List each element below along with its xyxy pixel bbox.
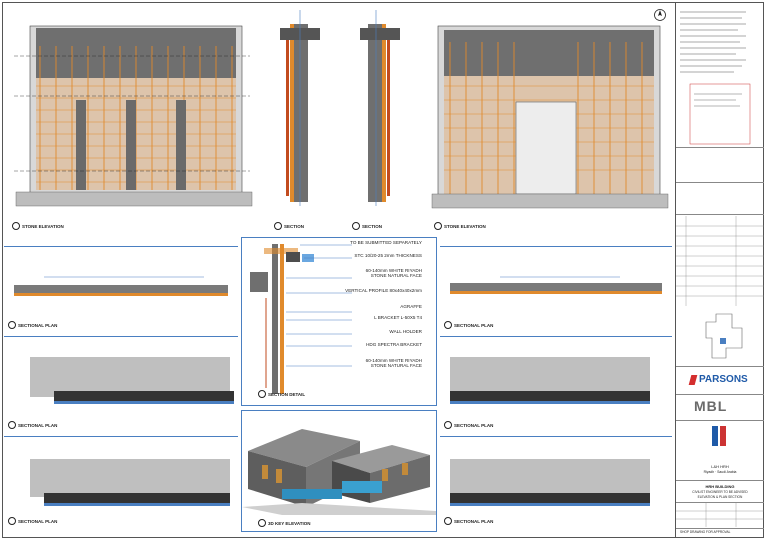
drawing-info-grid [676, 503, 764, 527]
sectional-plan-1-title: SECTIONAL PLAN [8, 321, 57, 329]
key-elevation-panel: 3D KEY ELEVATION [241, 410, 437, 532]
sectional-plan-5: SECTIONAL PLAN [440, 336, 672, 434]
section-a-title: SECTION [274, 222, 304, 230]
section-b-drawing [360, 10, 400, 206]
project-name: HRH BUILDING [705, 484, 735, 489]
sectional-plan-2-title: SECTIONAL PLAN [8, 421, 57, 429]
callout-hdg-bracket: HDG SPECTRA BRACKET [366, 342, 422, 347]
stone-elevation-right: STONE ELEVATION [428, 6, 672, 242]
client-emblem-icon [712, 426, 726, 446]
sectional-plan-1-drawing [14, 276, 228, 296]
stone-elevation-left-title: STONE ELEVATION [12, 222, 64, 230]
callout-l-bracket: L BRACKET L-50X5 T4 [374, 315, 422, 320]
sectional-plan-6: SECTIONAL PLAN [440, 436, 672, 532]
callout-submitted-separately: TO BE SUBMITTED SEPARATELY [350, 240, 422, 245]
sectional-plan-1: SECTIONAL PLAN [4, 246, 238, 334]
key-elevation-title: 3D KEY ELEVATION [258, 519, 311, 527]
client-location-1: L&H HRH [711, 464, 729, 469]
client-location-2: Riyadh · Saudi Arabia [703, 470, 737, 474]
sectional-plan-3: SECTIONAL PLAN [4, 436, 238, 532]
drawing-title-2: ELEVATION & PLAN SECTION [697, 495, 743, 499]
sectional-plan-5-drawing [450, 357, 650, 404]
sectional-plan-2: SECTIONAL PLAN [4, 336, 238, 434]
callout-wall-holder: WALL HOLDER [389, 329, 422, 334]
sectional-plan-5-title: SECTIONAL PLAN [444, 421, 493, 429]
section-b-title: SECTION [352, 222, 382, 230]
sectional-plan-4-drawing [450, 276, 662, 294]
drawing-title-1: CIVIL/ST ENGINEER TO BE ADVISED [692, 490, 748, 494]
sectional-plan-2-drawing [30, 357, 234, 404]
callout-stone-face-1: 60-140mm WHITE RIYADH STONE NATURAL FACE [365, 268, 422, 278]
general-notes [680, 11, 751, 145]
callout-stone-face-2: 60-140mm WHITE RIYADH STONE NATURAL FACE [365, 358, 422, 368]
stone-elevation-right-drawing [431, 25, 669, 209]
section-detail-drawing [250, 244, 352, 394]
section-a-drawing [280, 10, 320, 206]
title-block: PARSONS MBL L&H HRH Riyadh · Saudi Arabi… [675, 2, 764, 538]
drawing-status: SHOP DRAWING FOR APPROVAL [680, 530, 731, 534]
sectional-plan-3-drawing [30, 459, 230, 506]
section-b: SECTION [342, 6, 422, 242]
section-detail-panel: TO BE SUBMITTED SEPARATELY STC 10/20-25 … [241, 237, 437, 406]
section-a: SECTION [260, 6, 338, 242]
sectional-plan-4-title: SECTIONAL PLAN [444, 321, 493, 329]
callout-stc-thickness: STC 10/20-25 2mm THICKNESS [354, 253, 422, 258]
contractor-logo: MBL [694, 398, 728, 414]
sectional-plan-3-title: SECTIONAL PLAN [8, 517, 57, 525]
sectional-plan-4: SECTIONAL PLAN [440, 246, 672, 334]
consultant-logo: PARSONS [688, 374, 748, 385]
parsons-mark-icon [688, 374, 698, 385]
north-arrow-icon [654, 9, 666, 21]
stone-elevation-right-title: STONE ELEVATION [434, 222, 486, 230]
stone-elevation-left-drawing [14, 25, 253, 207]
key-plan [705, 313, 743, 359]
stone-elevation-left: STONE ELEVATION [6, 6, 256, 242]
callout-vertical-profile: VERTICAL PROFILE 80x40x40x2mm [345, 288, 422, 293]
sectional-plan-6-drawing [450, 459, 650, 506]
callout-agraffe: AGRAFFE [400, 304, 422, 309]
key-elevation-render [242, 429, 436, 515]
section-detail-title: SECTION DETAIL [258, 390, 305, 398]
revision-table [676, 216, 764, 306]
sectional-plan-6-title: SECTIONAL PLAN [444, 517, 493, 525]
